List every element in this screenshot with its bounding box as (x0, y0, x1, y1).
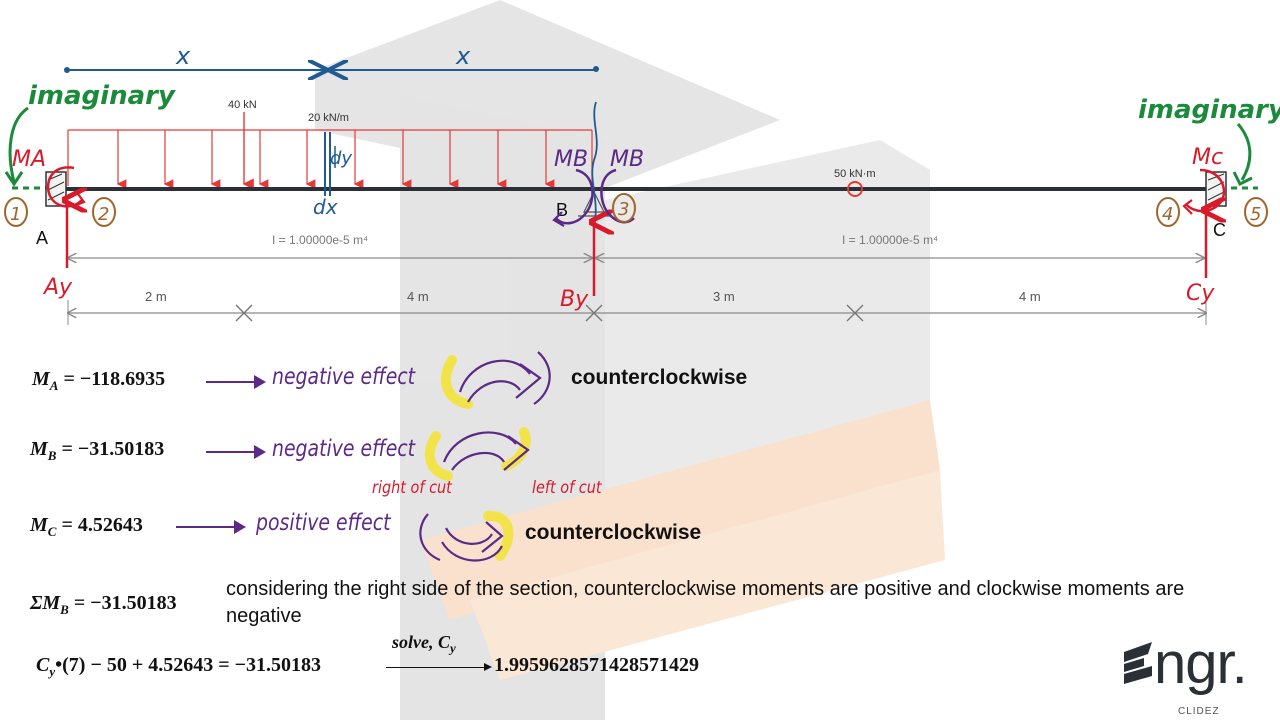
solve-label: solve, Cy (392, 632, 456, 656)
svg-text:5: 5 (1250, 204, 1261, 225)
support-label-a: A (36, 228, 48, 248)
dx-element (324, 132, 336, 196)
svg-text:3: 3 (618, 199, 629, 220)
watermark (315, 0, 945, 720)
engr-logo-mark (1124, 642, 1152, 684)
label-left-of-cut: left of cut (532, 478, 602, 498)
span-dimension (68, 300, 1206, 325)
arrow-mc (176, 520, 246, 534)
solve-arrow (386, 667, 486, 668)
imaginary-label-right: imaginary (1138, 95, 1280, 125)
solve-result: 1.9959628571428571429 (494, 654, 699, 676)
point-load-label: 40 kN (228, 99, 257, 111)
inertia-label-right: I = 1.00000e-5 m⁴ (842, 233, 938, 247)
applied-moment-label: 50 kN·m (834, 168, 876, 180)
equation-ma: MA = −118.6935 (32, 368, 166, 393)
dy-label: dy (330, 148, 352, 169)
distributed-load (67, 112, 593, 190)
reaction-by-label: By (560, 287, 589, 312)
imaginary-arrow-right (1236, 123, 1252, 181)
note-counterclockwise-2: counterclockwise (525, 521, 702, 544)
engr-logo-text: ngr. (1154, 631, 1248, 696)
x-label-left: x (175, 42, 191, 70)
note-sign-convention: considering the right side of the sectio… (226, 578, 1185, 627)
moment-mb-left-arc (555, 168, 594, 225)
solve-arrow-head (484, 663, 492, 671)
moment-ma-label: MA (12, 147, 46, 172)
support-label-c: C (1213, 220, 1226, 240)
svg-text:2: 2 (98, 204, 109, 225)
imaginary-arrow-left (8, 106, 29, 183)
moment-mb-left-label: MB (554, 147, 588, 172)
distributed-load-label: 20 kN/m (308, 112, 349, 124)
span-label-1: 2 m (145, 289, 167, 304)
cut-number-1: 1 (4, 197, 28, 227)
svg-text:1: 1 (10, 204, 21, 225)
arrow-mb (206, 445, 266, 459)
engr-logo-sub: CLIDEZ (1178, 706, 1220, 717)
imaginary-label-left: imaginary (28, 81, 176, 111)
cut-number-3: 3 (612, 193, 636, 223)
cut-number-4: 4 (1156, 197, 1180, 227)
note-counterclockwise-1: counterclockwise (571, 366, 748, 389)
moment-mb-right-label: MB (610, 147, 644, 172)
moment-mc-arc (1185, 168, 1226, 213)
span-label-3: 3 m (713, 289, 735, 304)
inertia-label-left: I = 1.00000e-5 m⁴ (272, 233, 368, 247)
reaction-cy-label: Cy (1186, 281, 1215, 306)
arrow-ma (206, 375, 266, 389)
moment-ma-arc (46, 166, 83, 208)
cut-number-5: 5 (1244, 197, 1268, 227)
equation-mc: MC = 4.52643 (30, 514, 143, 539)
effect-ma: negative effect (272, 364, 416, 390)
reaction-ay-label: Ay (42, 275, 73, 300)
effect-mc: positive effect (256, 510, 391, 536)
equation-sum-mb: ΣMB = −31.50183 (30, 592, 177, 617)
svg-text:4: 4 (1162, 204, 1173, 225)
x-label-right: x (455, 42, 471, 70)
span-label-4: 4 m (1019, 289, 1041, 304)
equation-mb: MB = −31.50183 (30, 438, 165, 463)
effect-mb: negative effect (272, 436, 416, 462)
cut-number-2: 2 (92, 197, 116, 227)
label-right-of-cut: right of cut (372, 478, 452, 498)
moment-mc-label: Mc (1192, 145, 1223, 170)
engr-logo: ngr. CLIDEZ (1118, 631, 1248, 717)
dx-label: dx (313, 195, 338, 219)
applied-moment-icon (847, 181, 863, 197)
rotation-icon-1 (440, 351, 551, 409)
equation-cy: Cy•(7) − 50 + 4.52643 = −31.50183 (36, 654, 322, 679)
rotation-icon-2 (424, 427, 531, 481)
rotation-icon-3 (419, 510, 514, 562)
span-label-2: 4 m (407, 289, 429, 304)
x-dimension (64, 66, 599, 73)
section-cut-b (591, 101, 598, 227)
